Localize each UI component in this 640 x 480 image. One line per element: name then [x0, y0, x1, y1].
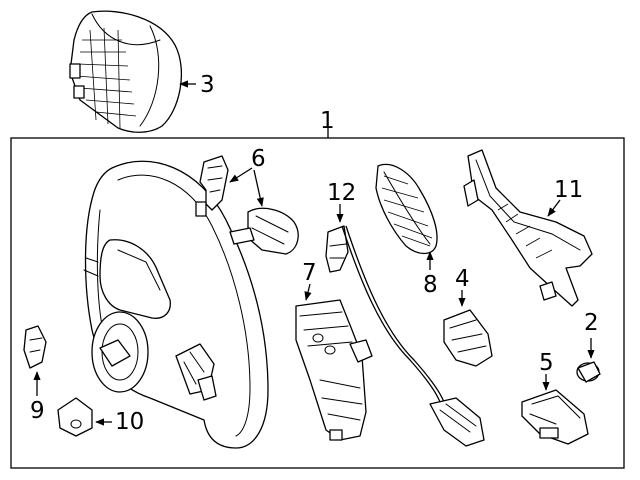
button-switch — [443, 309, 493, 367]
callout-10: 10 — [115, 409, 144, 435]
callout-6: 6 — [251, 146, 266, 172]
trim-cover — [375, 163, 438, 255]
clip — [23, 325, 47, 369]
steering-wheel — [83, 160, 269, 449]
leader-6b — [253, 169, 264, 207]
callout-8: 8 — [423, 272, 438, 298]
leader-7 — [304, 283, 312, 301]
leader-6a — [229, 167, 253, 183]
callout-1: 1 — [320, 108, 335, 134]
callout-3: 3 — [200, 72, 215, 98]
callout-12: 12 — [327, 180, 356, 206]
clip — [57, 397, 93, 437]
assembly-frame — [10, 137, 625, 469]
cable-harness — [325, 225, 485, 447]
switch-part-lower — [229, 207, 299, 255]
airbag-module — [69, 10, 182, 133]
callout-9: 9 — [30, 398, 45, 424]
callout-4: 4 — [455, 266, 470, 292]
callout-2: 2 — [584, 310, 599, 336]
bolt — [576, 361, 601, 383]
callout-11: 11 — [554, 177, 583, 203]
leader-11 — [547, 199, 561, 217]
trim-panel — [463, 149, 593, 307]
callout-7: 7 — [302, 260, 317, 286]
callout-5: 5 — [539, 350, 554, 376]
switch-part-upper — [195, 155, 229, 217]
control-unit — [521, 389, 589, 445]
switch-module — [295, 299, 373, 441]
